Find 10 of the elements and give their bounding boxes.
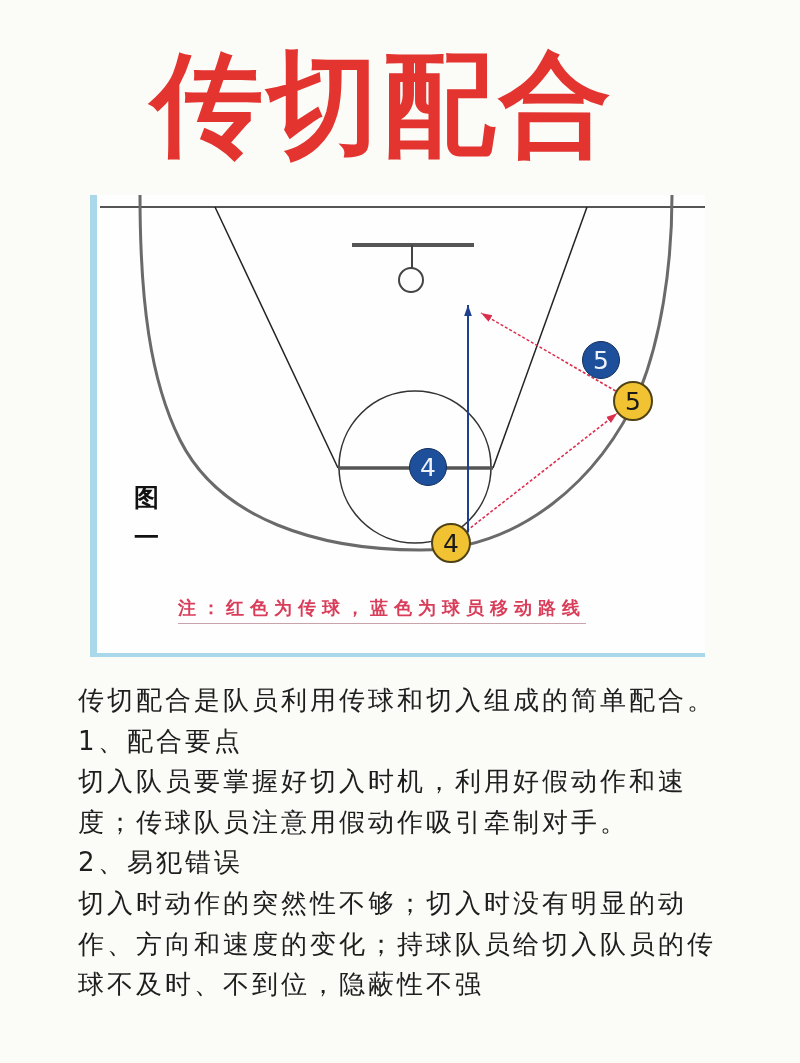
figure-label: 图一 bbox=[133, 482, 159, 554]
section-heading: 2、易犯错误 bbox=[78, 846, 243, 880]
dotted-arrow bbox=[480, 312, 617, 392]
paragraph: 切入时动作的突然性不够；切入时没有明显的动作、方向和速度的变化；持球队员给切入队员的传球不及时、不到位，隐蔽性不强 bbox=[78, 886, 717, 1002]
figure-note: 注：红色为传球，蓝色为球员移动路线 bbox=[178, 596, 586, 624]
arrow bbox=[464, 304, 472, 534]
dotted-arrow bbox=[466, 412, 618, 532]
paragraph: 切入队员要掌握好切入时机，利用好假动作和速度；传球队员注意用假动作吸引牵制对手。 bbox=[78, 765, 688, 839]
section-heading: 1、配合要点 bbox=[78, 724, 243, 758]
paragraph: 传切配合是队员利用传球和切入组成的简单配合。 bbox=[78, 684, 716, 717]
